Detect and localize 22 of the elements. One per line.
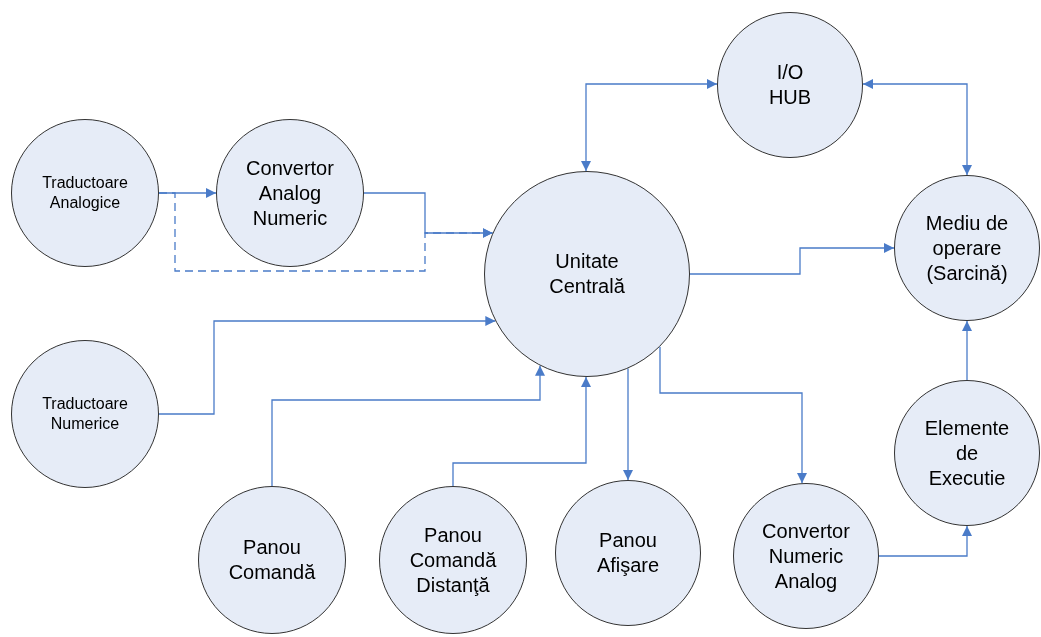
arrow	[271, 365, 545, 487]
arrow	[623, 367, 633, 481]
arrow	[659, 346, 807, 484]
node-label: Traductoare Analogice	[41, 173, 129, 213]
node-label: Mediu de operare (Sarcină)	[924, 210, 1010, 286]
arrow	[878, 525, 972, 557]
arrow	[581, 79, 718, 172]
arrow	[158, 316, 496, 415]
node-label: Traductoare Numerice	[41, 394, 129, 434]
node-label: Convertor Numeric Analog	[761, 518, 851, 594]
arrow	[962, 320, 972, 381]
dashed-arrow	[158, 192, 494, 272]
arrow	[452, 376, 591, 487]
arrow	[689, 243, 895, 275]
node-label: Convertor Analog Numeric	[245, 155, 335, 231]
node-label: I/O HUB	[767, 60, 813, 110]
node-label: Panou Afişare	[595, 528, 661, 578]
node-label: Panou Comandă	[227, 535, 317, 585]
node-label: Panou Comandă Distanţă	[408, 522, 498, 598]
node-label: Elemente de Executie	[923, 415, 1011, 491]
node-label: Unitate Centrală	[548, 249, 626, 299]
arrow	[862, 79, 972, 176]
